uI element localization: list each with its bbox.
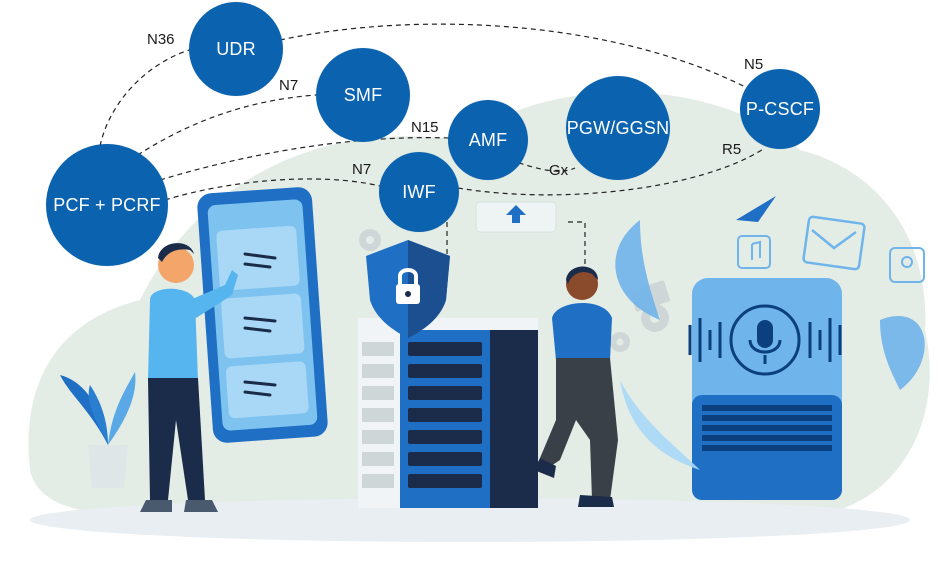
smart-speaker [688,278,842,500]
music-note-icon [737,235,771,269]
up-arrow-icon [506,205,526,223]
link-amf-gx [509,159,576,172]
phone-illustration [197,187,328,443]
person-left [140,243,238,512]
label-n7-iwf: N7 [352,161,372,178]
node-smf: SMF [316,48,410,142]
link-n7-smf [129,94,317,161]
label-n7-smf: N7 [279,77,299,94]
microphone-icon [748,320,782,364]
link-n7-iwf [164,178,381,201]
link-iwf-person [568,221,586,280]
label-gx: Gx [549,162,569,179]
leaves-illustration [615,220,925,470]
location-pin-icon [889,247,925,283]
lock-shield-icon [366,240,450,338]
label-n15: N15 [411,119,439,136]
node-udr: UDR [189,2,283,96]
link-n36 [99,47,197,147]
gear-icon [359,229,381,251]
paper-plane-icon [736,196,776,222]
link-iwf-r5 [457,147,766,196]
server-rack [358,318,538,508]
mail-icon [802,215,866,271]
label-n5: N5 [744,56,764,73]
label-r5: R5 [722,141,742,158]
label-n36: N36 [147,31,175,48]
floor-shadow [30,498,910,542]
node-pgw-ggsn: PGW/GGSN [566,76,670,180]
node-amf: AMF [448,100,528,180]
link-n15-amf [159,137,451,181]
plant-illustration [60,372,136,488]
node-pcf-pcrf: PCF + PCRF [46,144,168,266]
gear-icon [610,332,630,352]
node-iwf: IWF [379,152,459,232]
node-p-cscf: P-CSCF [740,69,820,149]
